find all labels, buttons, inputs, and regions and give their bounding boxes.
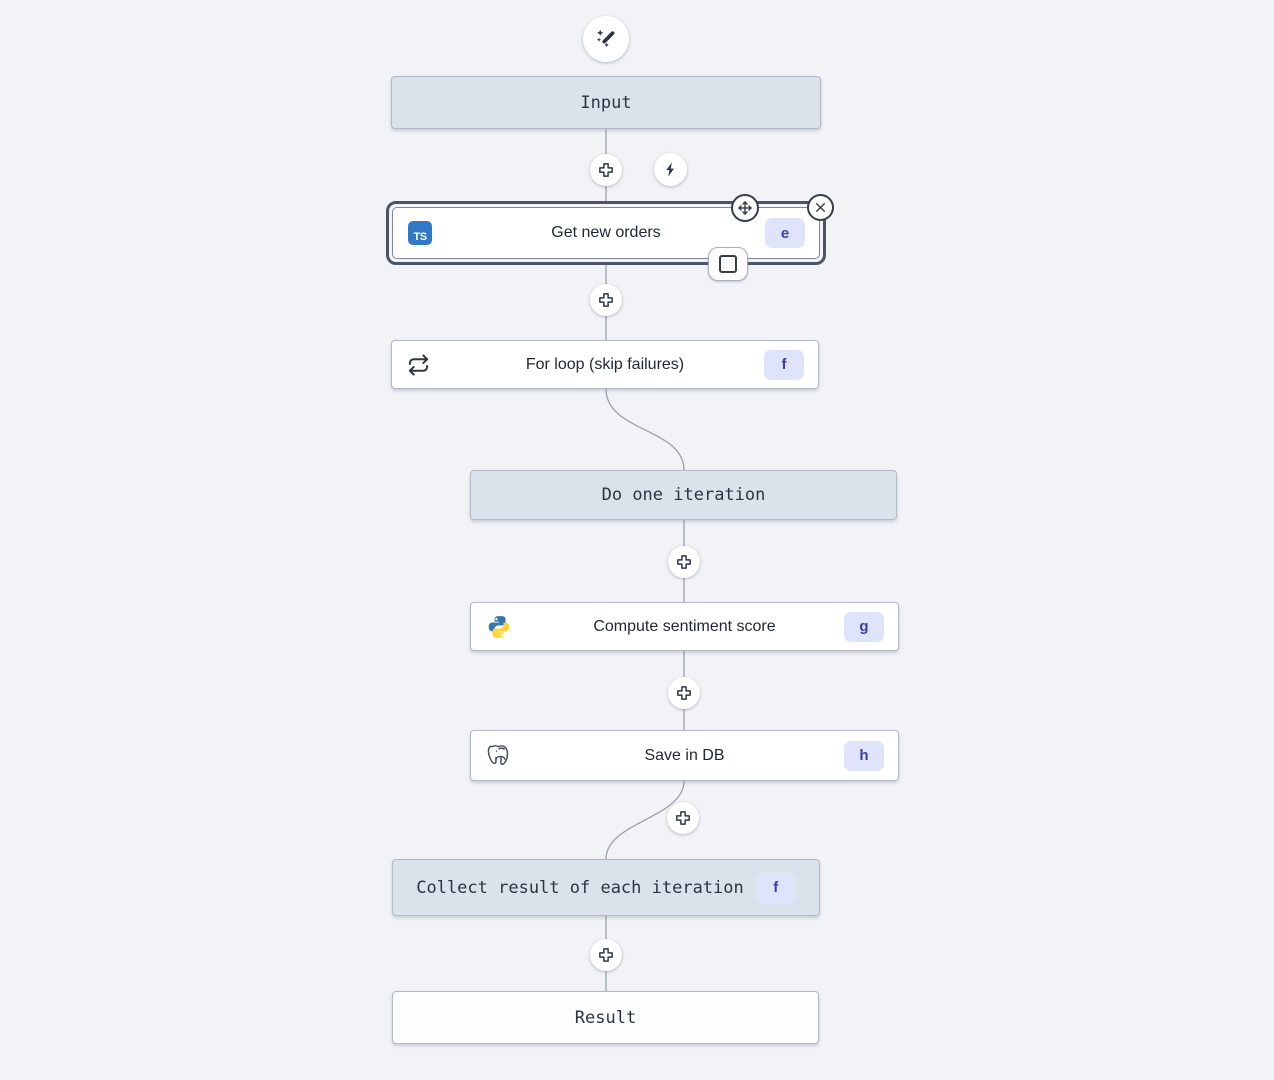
close-icon [814, 201, 827, 214]
step-id-badge: h [844, 740, 884, 771]
node-input-label: Input [580, 92, 632, 113]
typescript-icon: TS [408, 221, 432, 245]
python-icon [486, 614, 512, 640]
plus-icon [674, 809, 692, 827]
node-compute-sentiment-score[interactable]: Compute sentiment score g [470, 602, 899, 651]
square-icon [719, 255, 737, 273]
plus-icon [675, 684, 693, 702]
node-for-loop-label: For loop (skip failures) [525, 355, 685, 373]
node-get-new-orders[interactable]: TS Get new orders e [392, 207, 820, 259]
step-id-badge: e [765, 218, 805, 248]
postgresql-icon [486, 743, 511, 768]
insert-step-button[interactable] [667, 802, 699, 834]
step-id-badge: f [764, 349, 804, 380]
node-result[interactable]: Result [392, 991, 819, 1044]
move-arrows-icon [737, 200, 753, 216]
node-save-in-db-label: Save in DB [644, 746, 725, 764]
insert-step-button[interactable] [590, 154, 622, 186]
node-collect-result-label: Collect result of each iteration [416, 877, 744, 898]
insert-step-button[interactable] [668, 546, 700, 578]
delete-step-button[interactable] [807, 194, 834, 221]
plus-icon [597, 291, 615, 309]
edge-forloop-doone [605, 388, 685, 471]
edge-savedb-collect [605, 780, 685, 860]
insert-step-button[interactable] [668, 677, 700, 709]
node-for-loop[interactable]: For loop (skip failures) f [391, 340, 819, 389]
plus-icon [675, 553, 693, 571]
node-get-new-orders-selection-ring: TS Get new orders e [386, 201, 826, 265]
node-compute-sentiment-score-label: Compute sentiment score [593, 617, 776, 635]
step-id-badge: f [755, 872, 796, 903]
typescript-icon-text: TS [413, 231, 427, 243]
node-input[interactable]: Input [391, 76, 821, 129]
insert-step-button[interactable] [590, 284, 622, 316]
node-get-new-orders-label: Get new orders [551, 224, 661, 241]
move-step-handle[interactable] [731, 194, 759, 222]
step-id-badge: g [844, 611, 884, 642]
trigger-button[interactable] [654, 153, 687, 186]
node-do-one-iteration[interactable]: Do one iteration [470, 470, 897, 520]
magic-wand-icon [594, 27, 618, 51]
expand-step-button[interactable] [708, 247, 748, 281]
node-collect-result[interactable]: Collect result of each iteration f [392, 859, 820, 916]
lightning-bolt-icon [662, 161, 679, 178]
ai-flow-builder-button[interactable] [583, 16, 629, 62]
plus-icon [597, 946, 615, 964]
node-save-in-db[interactable]: Save in DB h [470, 730, 899, 781]
repeat-icon [407, 353, 430, 376]
plus-icon [597, 161, 615, 179]
node-result-label: Result [574, 1007, 637, 1028]
node-do-one-iteration-label: Do one iteration [601, 485, 766, 505]
insert-step-button[interactable] [590, 939, 622, 971]
